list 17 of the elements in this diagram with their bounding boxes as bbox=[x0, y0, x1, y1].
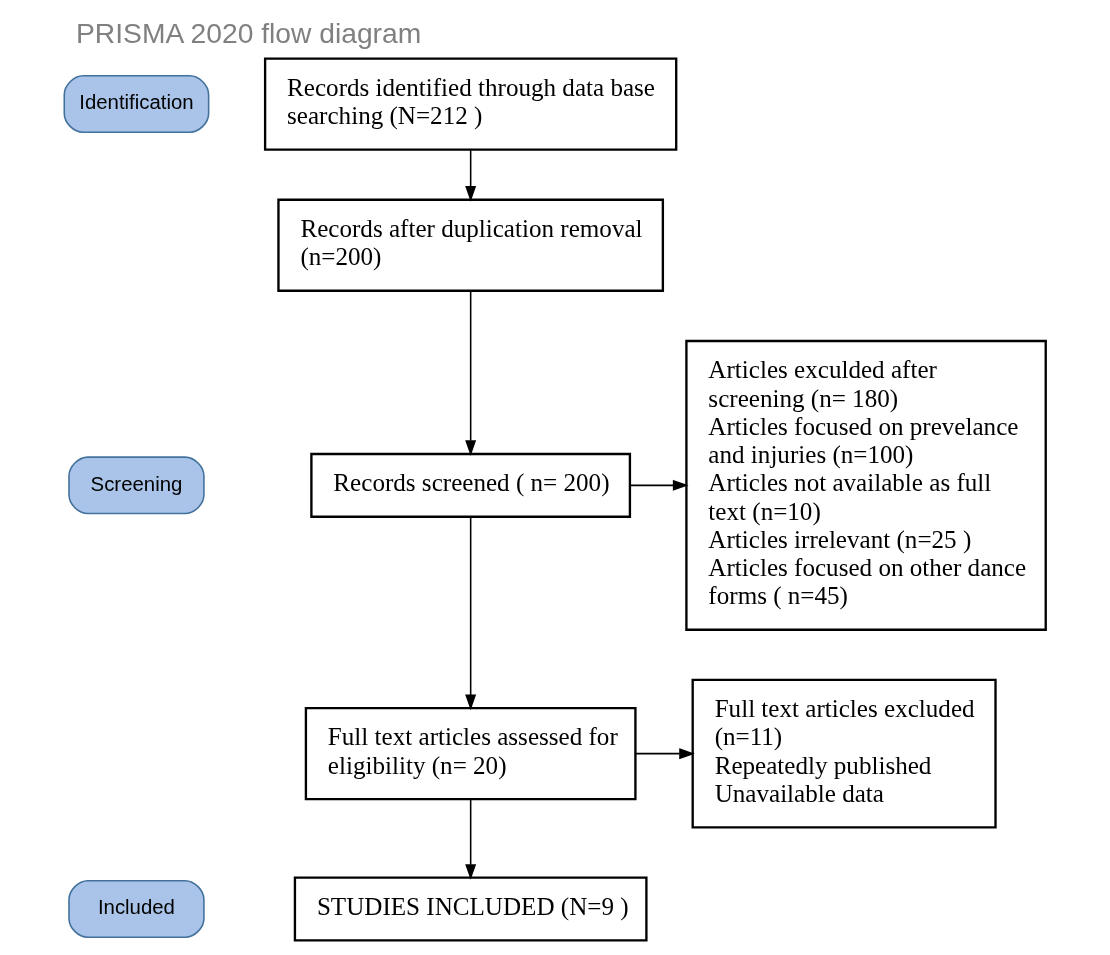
arrow bbox=[629, 479, 689, 491]
node-box: Articles exculded after screening (n= 180) Articles focused on prevelance and injuries (n=100) Articles not available as full text (n=10) Articles irrelevant (n=25 ) Articles focused on other dance forms ( n=45) bbox=[685, 339, 1047, 631]
diagram-title: PRISMA 2020 flow diagram bbox=[76, 17, 422, 50]
node-box: Records identified through data base searching (N=212 ) bbox=[263, 57, 678, 151]
node-box: Records after duplication removal (n=200) bbox=[277, 198, 665, 292]
node-box: Full text articles excluded (n=11) Repeatedly published Unavailable data bbox=[691, 678, 997, 829]
arrow bbox=[465, 798, 477, 880]
arrow bbox=[465, 149, 477, 202]
node-box: Included bbox=[68, 879, 205, 938]
node-box: Records screened ( n= 200) bbox=[310, 452, 632, 518]
arrow bbox=[634, 748, 695, 760]
node-box: Screening bbox=[68, 456, 205, 515]
arrow bbox=[465, 516, 477, 711]
node-box: STUDIES INCLUDED (N=9 ) bbox=[293, 876, 648, 942]
node-box: Identification bbox=[63, 75, 210, 134]
arrow bbox=[465, 290, 477, 456]
node-box: Full text articles assessed for eligibility (n= 20) bbox=[304, 706, 637, 801]
